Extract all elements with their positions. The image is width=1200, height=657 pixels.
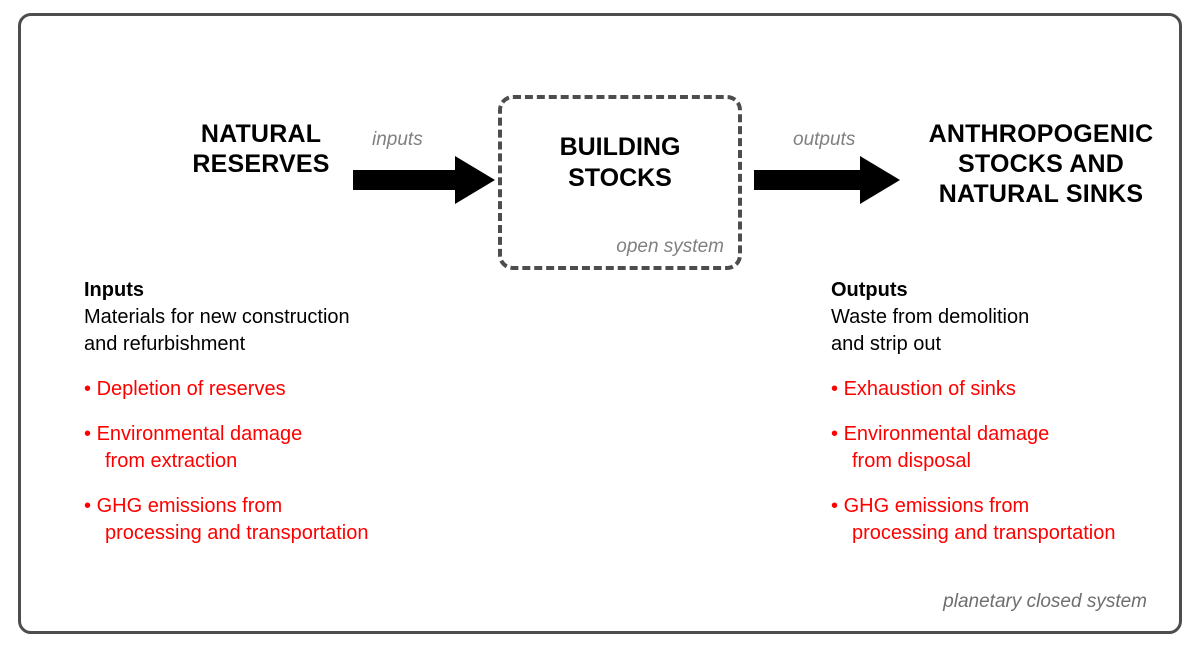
list-item: • Depletion of reserves (84, 376, 474, 403)
bullet-icon: • (831, 378, 839, 400)
column-outputs-description: Waste from demolition and strip out (831, 306, 1030, 355)
list-item-text: Environmental damage from disposal (843, 423, 1050, 472)
list-item: • GHG emissions from processing and tran… (84, 493, 474, 547)
flow-label-inputs: inputs (372, 129, 423, 150)
bullet-icon: • (84, 495, 92, 517)
node-building-stocks-label: BUILDING STOCKS (559, 133, 681, 192)
list-item: • Environmental damage from disposal (831, 421, 1200, 475)
column-outputs-heading: Outputs (831, 279, 908, 301)
column-inputs: Inputs Materials for new construction an… (84, 277, 474, 547)
planetary-closed-system-caption: planetary closed system (943, 591, 1147, 612)
arrow-inputs-icon (353, 154, 495, 206)
flow-label-outputs: outputs (793, 129, 856, 150)
list-item-text: Exhaustion of sinks (843, 378, 1016, 400)
list-item: • GHG emissions from processing and tran… (831, 493, 1200, 547)
column-outputs: Outputs Waste from demolition and strip … (831, 277, 1200, 547)
column-outputs-issue-list: • Exhaustion of sinks • Environmental da… (831, 376, 1200, 547)
node-natural-reserves: NATURAL RESERVES (192, 120, 330, 178)
bullet-icon: • (84, 378, 92, 400)
list-item: • Environmental damage from extraction (84, 421, 474, 475)
column-inputs-issue-list: • Depletion of reserves • Environmental … (84, 376, 474, 547)
node-anthropogenic-stocks-and-natural-sinks: ANTHROPOGENIC STOCKS AND NATURAL SINKS (928, 120, 1154, 208)
planetary-closed-system-frame: NATURAL RESERVES inputs BUILDING STOCKS … (18, 13, 1182, 634)
node-building-stocks-box: BUILDING STOCKS open system (498, 95, 742, 270)
open-system-caption: open system (616, 236, 724, 257)
column-inputs-description: Materials for new construction and refur… (84, 306, 350, 355)
list-item: • Exhaustion of sinks (831, 376, 1200, 403)
bullet-icon: • (831, 495, 839, 517)
list-item-text: Environmental damage from extraction (96, 423, 303, 472)
list-item-text: GHG emissions from processing and transp… (96, 495, 369, 544)
list-item-text: Depletion of reserves (96, 378, 286, 400)
arrow-outputs-icon (754, 154, 900, 206)
bullet-icon: • (84, 423, 92, 445)
bullet-icon: • (831, 423, 839, 445)
list-item-text: GHG emissions from processing and transp… (843, 495, 1116, 544)
column-inputs-heading: Inputs (84, 279, 144, 301)
